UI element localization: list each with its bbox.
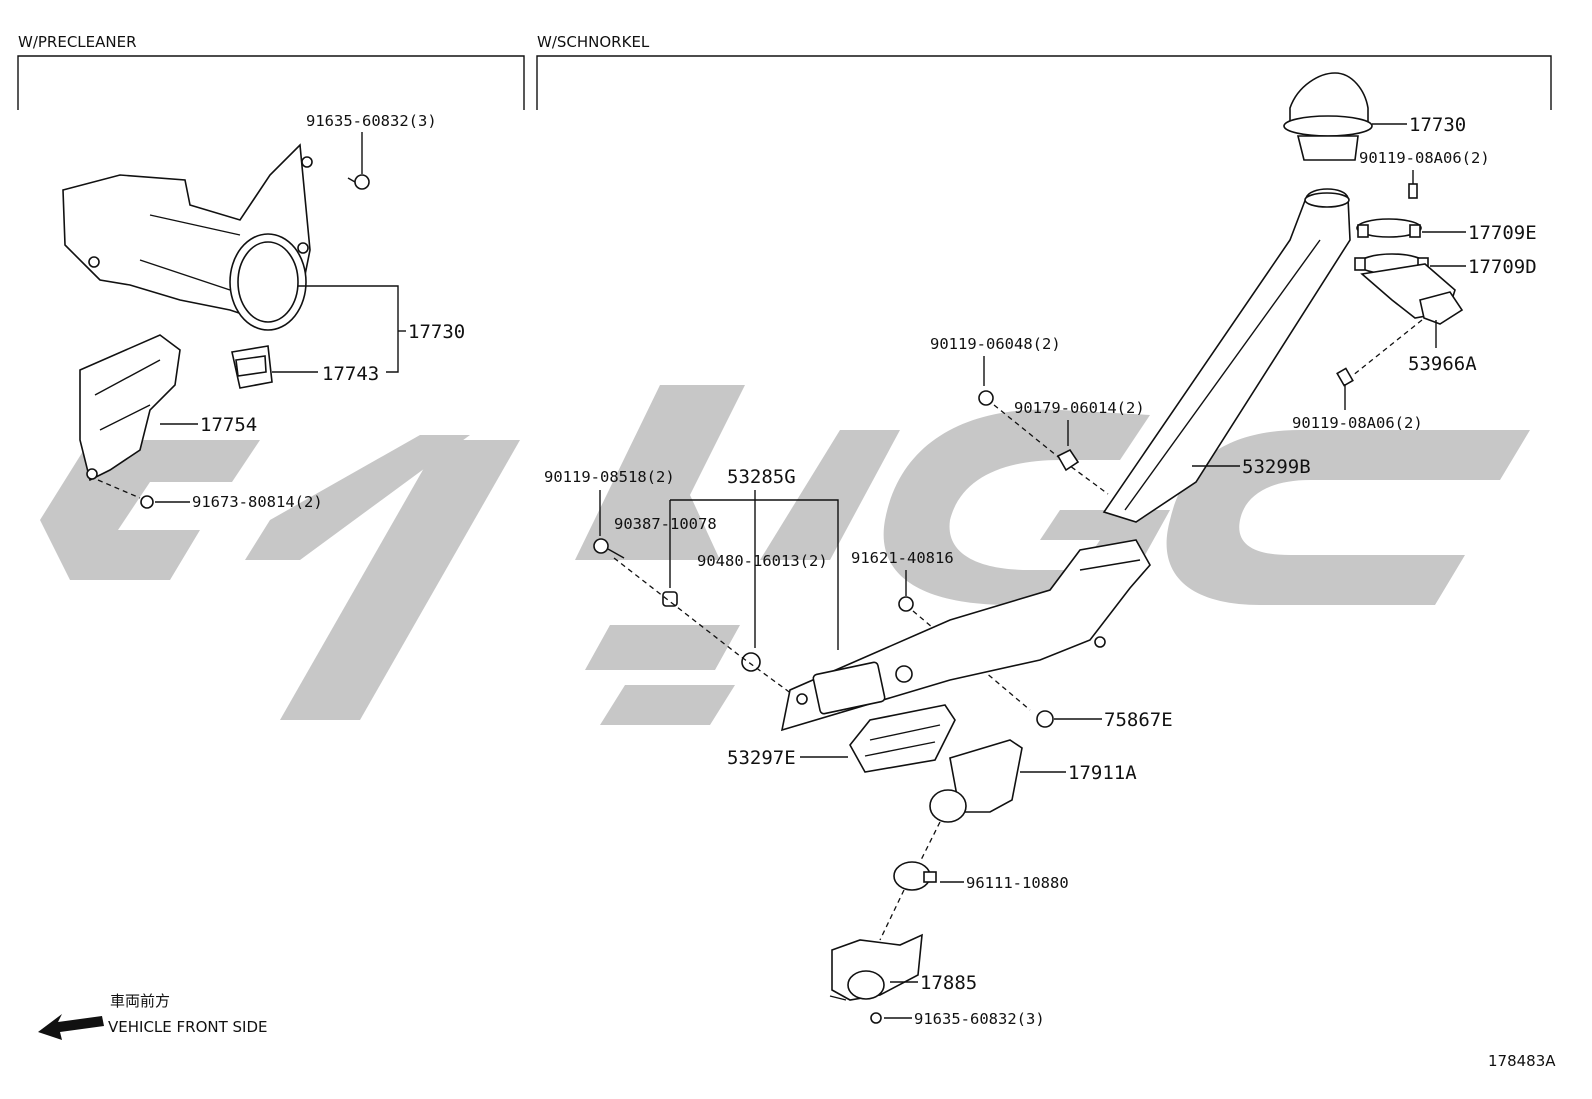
bolt-90119-08518: [593, 538, 625, 559]
legend-jp: 車両前方: [110, 992, 170, 1010]
label-17754: 17754: [200, 414, 257, 436]
company-logo-watermark: [40, 385, 1530, 725]
clamp-17709e: [1356, 218, 1422, 238]
front-arrow-icon: [38, 1014, 104, 1040]
label-91635-60832-bottom: 91635-60832(3): [914, 1010, 1045, 1028]
label-75867e: 75867E: [1104, 709, 1173, 731]
bolt-91673: [140, 495, 154, 509]
label-91673-80814: 91673-80814(2): [192, 493, 323, 511]
label-53966a: 53966A: [1408, 353, 1477, 375]
label-96111-10880: 96111-10880: [966, 874, 1069, 892]
label-17709d: 17709D: [1468, 256, 1537, 278]
section-header-schnorkel: W/SCHNORKEL: [536, 33, 1552, 110]
bolt-90119-06048: [978, 390, 994, 406]
label-90179-06014: 90179-06014(2): [1014, 399, 1145, 417]
label-53297e: 53297E: [727, 747, 796, 769]
duct-17743: [231, 345, 273, 389]
section-title-schnorkel: W/SCHNORKEL: [537, 33, 650, 51]
label-17730-right: 17730: [1409, 114, 1466, 136]
label-91621-40816: 91621-40816: [851, 549, 954, 567]
snorkel-tube-53299b: [1102, 188, 1351, 523]
bolt-91635-top: [347, 132, 370, 190]
clip-75867e: [1036, 710, 1054, 728]
label-17743: 17743: [322, 363, 379, 385]
label-17885: 17885: [920, 972, 977, 994]
label-90387-10078: 90387-10078: [614, 515, 717, 533]
duct-17911a: [929, 739, 1023, 823]
label-90480-16013: 90480-16013(2): [697, 552, 828, 570]
drawing-code: 178483A: [1488, 1052, 1556, 1070]
bolt-91621: [898, 596, 914, 612]
front-direction-legend: 車両前方 VEHICLE FRONT SIDE: [38, 992, 268, 1040]
label-91635-60832-top: 91635-60832(3): [306, 112, 437, 130]
spacer-90387: [662, 591, 678, 607]
section-title-precleaner: W/PRECLEANER: [18, 33, 137, 51]
label-90119-08a06-bottom: 90119-08A06(2): [1292, 414, 1423, 432]
label-17730-left: 17730: [408, 321, 465, 343]
label-53285g: 53285G: [727, 466, 796, 488]
bracket-53297e: [849, 704, 956, 773]
bolt-91635-bottom: [870, 1012, 882, 1024]
schnorkel-head-17730: [1283, 72, 1373, 161]
label-17911a: 17911A: [1068, 762, 1137, 784]
bolt-90119-08a06-bottom: [1336, 367, 1354, 387]
section-header-precleaner: W/PRECLEANER: [17, 33, 525, 110]
label-53299b: 53299B: [1242, 456, 1311, 478]
precleaner-body-17730: [62, 143, 313, 331]
cover-17754: [79, 334, 181, 482]
bolt-90119-08a06-top: [1408, 170, 1418, 199]
legend-en: VEHICLE FRONT SIDE: [108, 1018, 268, 1036]
label-17709e: 17709E: [1468, 222, 1537, 244]
clamp-96111: [893, 861, 937, 891]
label-90119-08518: 90119-08518(2): [544, 468, 675, 486]
nut-90179: [1056, 448, 1080, 472]
label-90119-08a06-top: 90119-08A06(2): [1359, 149, 1490, 167]
grommet-90480: [741, 652, 761, 672]
valve-17885: [829, 933, 923, 1001]
snorkel-lower-duct: [780, 539, 1151, 732]
gasket-53966a: [1419, 291, 1464, 325]
label-90119-06048: 90119-06048(2): [930, 335, 1061, 353]
